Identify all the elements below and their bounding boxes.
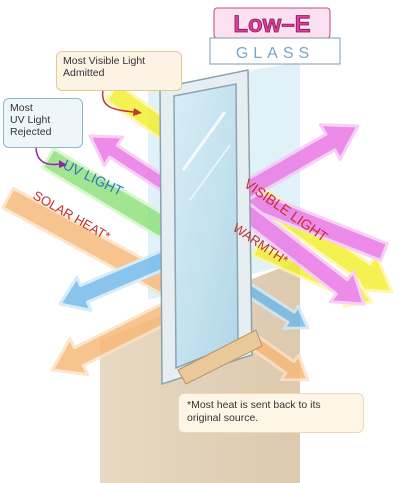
callout-heat: *Most heat is sent back to its original … xyxy=(178,393,364,433)
pointer-uv-head xyxy=(59,160,67,168)
heat-marker: * xyxy=(187,399,192,411)
callout-uv-line-1: Most xyxy=(10,102,33,114)
callout-visible-line-2: Admitted xyxy=(63,67,105,79)
window-frame-inner xyxy=(173,83,239,370)
callout-visible-light: Most Visible Light Admitted xyxy=(56,51,182,91)
window-sill xyxy=(177,329,263,385)
pointer-visible-light xyxy=(101,89,135,113)
title-sub-box xyxy=(209,37,341,65)
pointer-visible-light-head xyxy=(133,108,142,116)
window-glare-2 xyxy=(189,144,231,201)
callout-heat-line-2: original source. xyxy=(187,412,259,424)
title-sub: GLASS xyxy=(236,45,314,62)
callout-uv-line-2: UV Light xyxy=(10,114,51,126)
callout-uv-light: Most UV Light Rejected xyxy=(3,98,83,148)
title-block: Low–E GLASS xyxy=(209,7,341,65)
window-glare xyxy=(181,111,227,171)
callout-heat-line-1: *Most heat is sent back to its xyxy=(187,399,321,411)
window xyxy=(159,69,263,386)
pointer-uv xyxy=(35,145,61,166)
title-main: Low–E xyxy=(233,11,310,38)
callout-uv-line-3: Rejected xyxy=(10,126,52,138)
callout-visible-line-1: Most Visible Light xyxy=(63,55,146,67)
